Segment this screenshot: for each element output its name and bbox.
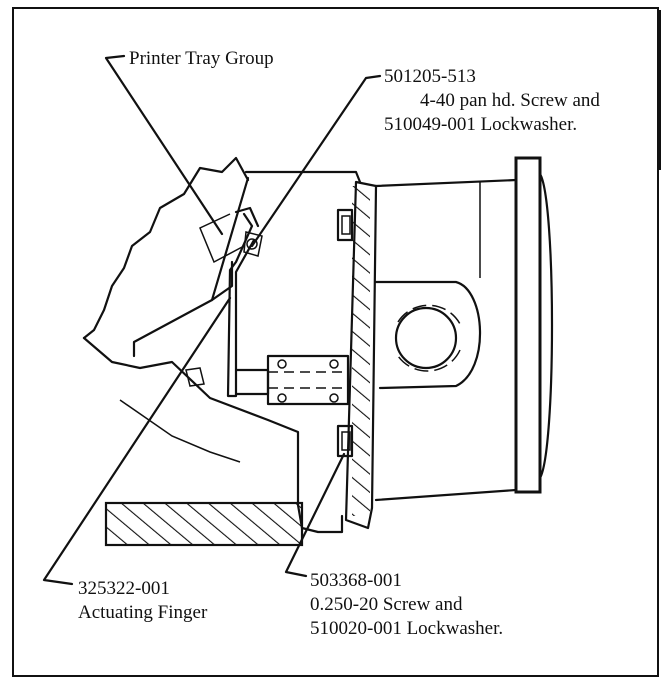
housing-lug bbox=[374, 280, 482, 390]
spring-shaft bbox=[234, 354, 350, 406]
actuating-finger bbox=[226, 212, 256, 398]
label-screw-250-desc: 0.250-20 Screw and bbox=[310, 594, 463, 615]
finger-tab bbox=[234, 206, 260, 228]
leader-pan-screw bbox=[250, 74, 382, 248]
page-border bbox=[12, 7, 659, 677]
label-screw-250-washer: 510020-001 Lockwasher. bbox=[310, 618, 503, 639]
label-finger-desc: Actuating Finger bbox=[78, 602, 208, 623]
flange-bolt-bottom bbox=[336, 424, 354, 458]
leader-screw-250 bbox=[284, 452, 346, 578]
lug-hole-rim bbox=[397, 304, 461, 372]
label-finger-part: 325322-001 bbox=[78, 578, 170, 599]
base-plate bbox=[104, 501, 304, 547]
casting-outline bbox=[82, 336, 300, 507]
label-screw-250-part: 503368-001 bbox=[310, 570, 402, 591]
front-flange bbox=[514, 156, 542, 494]
housing-flange bbox=[344, 180, 378, 530]
front-flange-lip bbox=[538, 172, 554, 480]
label-printer-tray: Printer Tray Group bbox=[129, 48, 274, 69]
pan-head-screw bbox=[243, 231, 263, 257]
lug-hole bbox=[394, 306, 458, 370]
label-pan-screw-desc: 4-40 pan hd. Screw and bbox=[420, 90, 600, 111]
base-step bbox=[296, 503, 344, 534]
label-pan-screw-part: 501205-513 bbox=[384, 66, 476, 87]
printer-tray-plate bbox=[132, 176, 250, 358]
housing-top bbox=[244, 170, 362, 184]
tray-arm bbox=[210, 260, 234, 302]
housing-body bbox=[374, 178, 518, 502]
casting-bolt bbox=[185, 367, 205, 387]
casting-broken-edge bbox=[82, 156, 250, 340]
label-pan-screw-washer: 510049-001 Lockwasher. bbox=[384, 114, 577, 135]
housing-flange-hatch bbox=[352, 186, 370, 516]
leader-printer-tray bbox=[104, 54, 224, 236]
flange-bolt-top bbox=[336, 208, 354, 242]
casting-lower-edge bbox=[119, 399, 241, 463]
printer-tray-inner bbox=[199, 213, 245, 264]
leader-finger bbox=[42, 296, 232, 586]
